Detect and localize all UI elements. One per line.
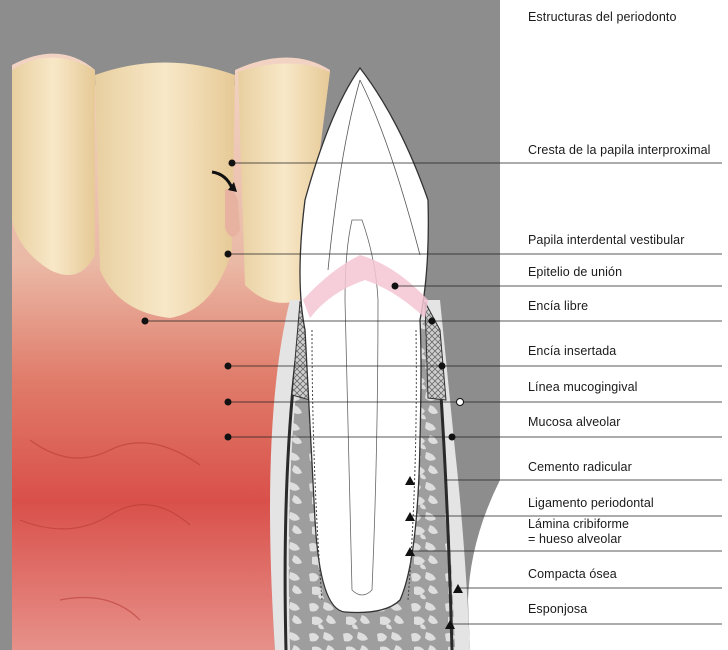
incisor-center [95, 63, 235, 319]
label-encia-libre: Encía libre [528, 299, 588, 313]
label-epitelio: Epitelio de unión [528, 265, 622, 279]
incisor-left [12, 58, 95, 276]
label-compacta: Compacta ósea [528, 567, 617, 581]
label-esponjosa: Esponjosa [528, 602, 587, 616]
label-encia-insertada: Encía insertada [528, 344, 616, 358]
white-margin [468, 0, 728, 650]
label-cresta: Cresta de la papila interproximal [528, 143, 711, 157]
label-cemento: Cemento radicular [528, 460, 632, 474]
diagram-title: Estructuras del periodonto [528, 10, 677, 24]
label-ligamento: Ligamento periodontal [528, 496, 654, 510]
label-linea-mucogingival: Línea mucogingival [528, 380, 638, 394]
label-lamina-2: = hueso alveolar [528, 532, 622, 547]
mucogingival-marker [457, 399, 464, 406]
label-lamina-1: Lámina cribiforme [528, 517, 629, 532]
label-mucosa-alveolar: Mucosa alveolar [528, 415, 621, 429]
label-papila: Papila interdental vestibular [528, 233, 684, 247]
